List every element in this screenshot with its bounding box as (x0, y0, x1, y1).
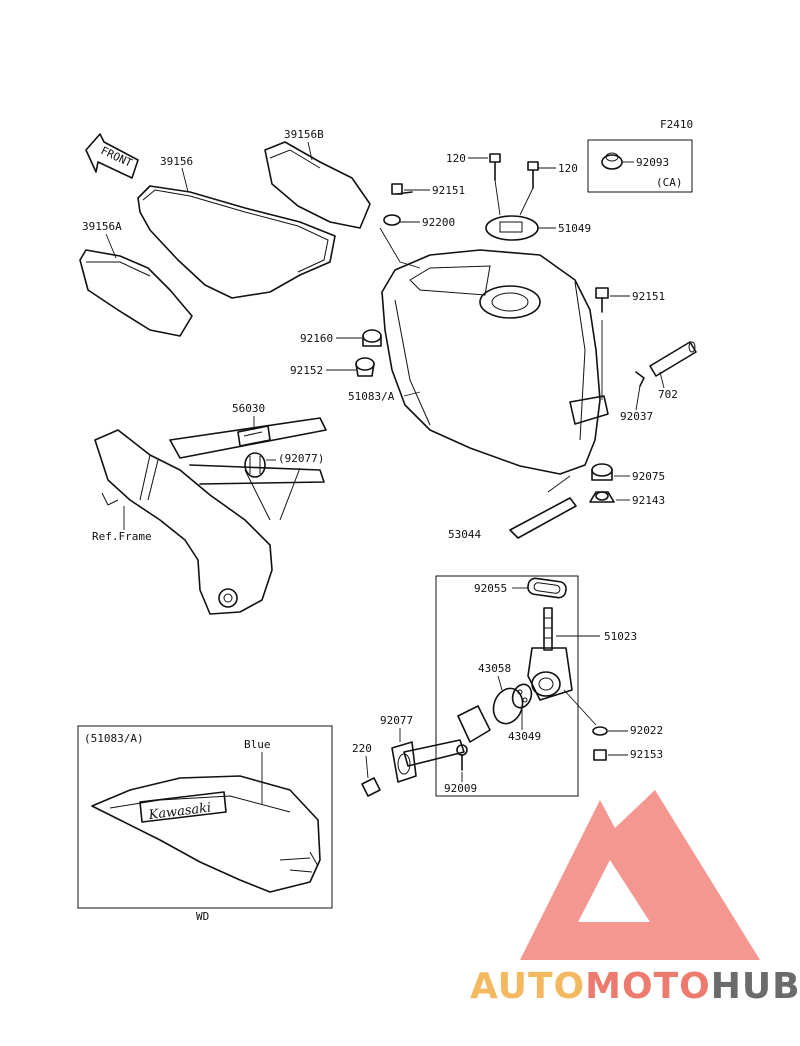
bolt-92151-right (595, 287, 609, 313)
label-92077: 92077 (380, 714, 413, 727)
watermark-moto: MOTO (585, 966, 711, 1007)
badge-56030 (237, 425, 271, 447)
label-92151-upper: 92151 (432, 184, 465, 197)
part-labels: 39156 39156A 39156B 120 120 92093 (CA) 9… (82, 128, 683, 923)
fuel-cock-box (435, 575, 579, 797)
figure-code: F2410 (660, 118, 693, 131)
screw-92153 (593, 749, 607, 761)
label-56030: 56030 (232, 402, 265, 415)
label-ref-frame: Ref.Frame (92, 530, 152, 543)
grommet-92077-frame (244, 452, 266, 478)
watermark-hub: HUB (711, 966, 800, 1007)
tank-bracket (569, 395, 609, 425)
label-inset-tag: (51083/A) (84, 732, 144, 745)
label-220: 220 (352, 742, 372, 755)
label-92152: 92152 (290, 364, 323, 377)
pad-39156a (79, 249, 193, 337)
strap-53044 (509, 497, 577, 539)
label-39156a: 39156A (82, 220, 122, 233)
clip-92037 (635, 371, 645, 387)
hose-702 (649, 341, 697, 377)
pad-39156 (137, 185, 336, 299)
label-53044: 53044 (448, 528, 481, 541)
frame-reference (94, 417, 327, 615)
label-inset-variant: WD (196, 910, 209, 923)
damper-92143 (589, 491, 615, 503)
label-43058: 43058 (478, 662, 511, 675)
gasket-92055 (527, 577, 567, 599)
lever-assembly (391, 705, 491, 783)
label-120-left: 120 (446, 152, 466, 165)
label-92153: 92153 (630, 748, 663, 761)
label-region: (CA) (656, 176, 683, 189)
label-92143: 92143 (632, 494, 665, 507)
watermark-triangle-icon (520, 790, 760, 960)
label-120-right: 120 (558, 162, 578, 175)
screw-220 (361, 777, 381, 797)
bolt-120-left (489, 153, 501, 181)
inset-brand: Kawasaki (147, 801, 212, 824)
washer-92200 (383, 214, 401, 226)
label-92055: 92055 (474, 582, 507, 595)
damper-92152 (355, 357, 375, 377)
watermark-auto: AUTO (470, 966, 585, 1007)
washer-92022 (592, 726, 608, 736)
bolt-120-right (527, 161, 539, 189)
watermark-text: AUTOMOTOHUB (470, 966, 800, 1007)
damper-92075 (591, 463, 613, 481)
label-92075: 92075 (632, 470, 665, 483)
label-39156b: 39156B (284, 128, 324, 141)
fuel-cock-51023 (527, 607, 573, 701)
label-43049: 43049 (508, 730, 541, 743)
plate-43049 (511, 683, 533, 709)
oring-43058 (492, 687, 524, 725)
label-92200: 92200 (422, 216, 455, 229)
pad-39156b (264, 141, 371, 229)
inset-tank-graphic (91, 775, 321, 893)
box-92093 (587, 139, 693, 193)
label-51083a: 51083/A (348, 390, 395, 403)
watermark-logo: AUTOMOTOHUB (470, 790, 800, 1007)
grommet-92093 (601, 152, 623, 170)
damper-92160 (362, 329, 382, 347)
label-92022: 92022 (630, 724, 663, 737)
label-51023: 51023 (604, 630, 637, 643)
label-92037: 92037 (620, 410, 653, 423)
label-92093: 92093 (636, 156, 669, 169)
label-51049: 51049 (558, 222, 591, 235)
label-92009: 92009 (444, 782, 477, 795)
label-39156: 39156 (160, 155, 193, 168)
screw-92009 (456, 744, 468, 771)
front-arrow-icon: FRONT (85, 133, 139, 179)
label-inset-color: Blue (244, 738, 271, 751)
inset-wd-box (77, 725, 333, 909)
label-92077-frame: (92077) (278, 452, 324, 465)
label-92151-right: 92151 (632, 290, 665, 303)
label-92160: 92160 (300, 332, 333, 345)
label-702: 702 (658, 388, 678, 401)
filler-cap (485, 215, 539, 241)
fuel-tank (381, 249, 601, 475)
bolt-92151-upper (391, 183, 413, 195)
